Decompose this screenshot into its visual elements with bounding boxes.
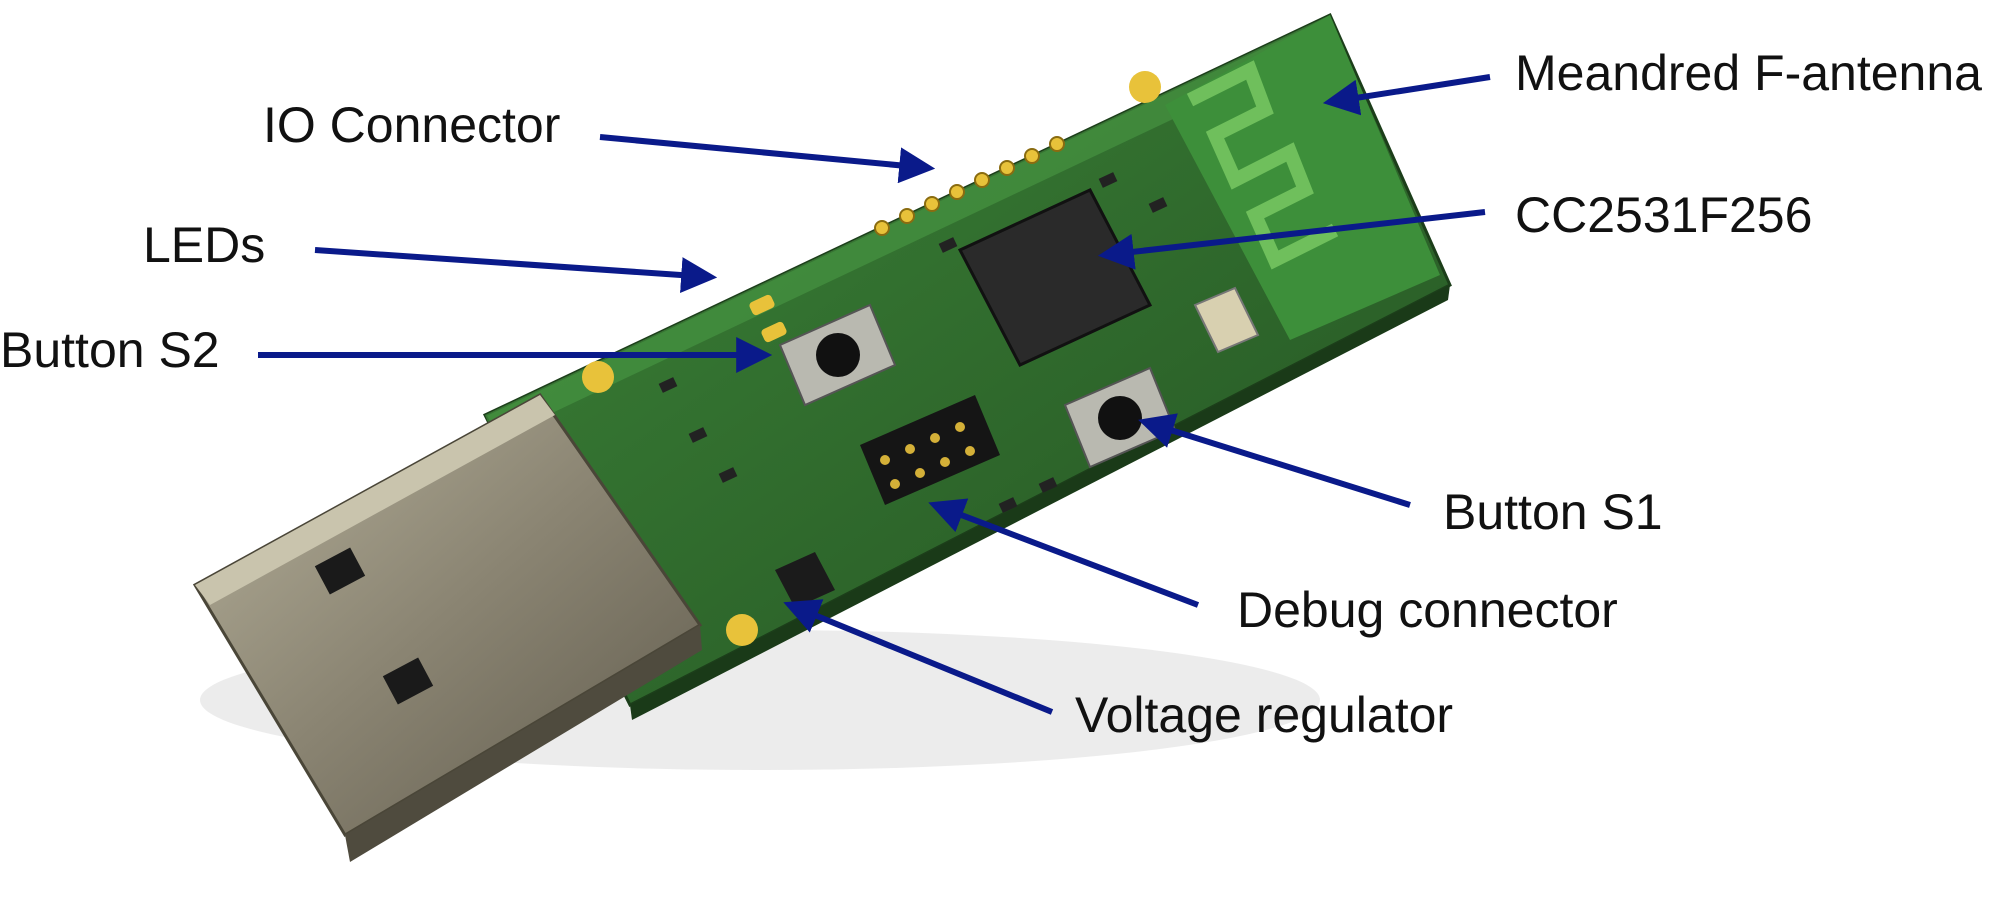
label-antenna: Meandred F-antenna: [1515, 45, 1982, 101]
label-debug-connector: Debug connector: [1237, 582, 1618, 638]
io-connector-pins: [874, 136, 1065, 236]
arrow-debug-connector: [928, 498, 1200, 608]
arrow-button-s1: [1138, 413, 1411, 508]
label-button-s1: Button S1: [1443, 484, 1663, 540]
smd-components: [658, 172, 1168, 513]
led: [749, 294, 775, 316]
label-chip: CC2531F256: [1515, 187, 1813, 243]
usb-hole: [314, 547, 366, 595]
arrow-leds: [314, 247, 718, 293]
label-button-s2: Button S2: [0, 322, 220, 378]
arrow-chip: [1097, 209, 1486, 270]
debug-connector-header: [860, 395, 1000, 505]
mounting-pad: [1129, 71, 1161, 103]
button-s2: [778, 303, 897, 407]
usb-hole: [382, 657, 434, 705]
crystal-component: [1193, 286, 1260, 354]
callout-arrows: [258, 74, 1491, 715]
label-io-connector: IO Connector: [263, 97, 561, 153]
mounting-pad: [582, 361, 614, 393]
voltage-regulator: [775, 552, 835, 608]
pcb-board: [482, 12, 1452, 720]
label-voltage-regulator: Voltage regulator: [1075, 687, 1454, 743]
usb-plug: [192, 393, 703, 862]
label-leds: LEDs: [143, 217, 266, 273]
arrow-antenna: [1322, 74, 1491, 116]
cc2531-chip: [957, 188, 1153, 367]
mounting-pad: [726, 614, 758, 646]
arrow-io-connector: [599, 134, 936, 184]
arrow-voltage-regulator: [783, 599, 1054, 715]
